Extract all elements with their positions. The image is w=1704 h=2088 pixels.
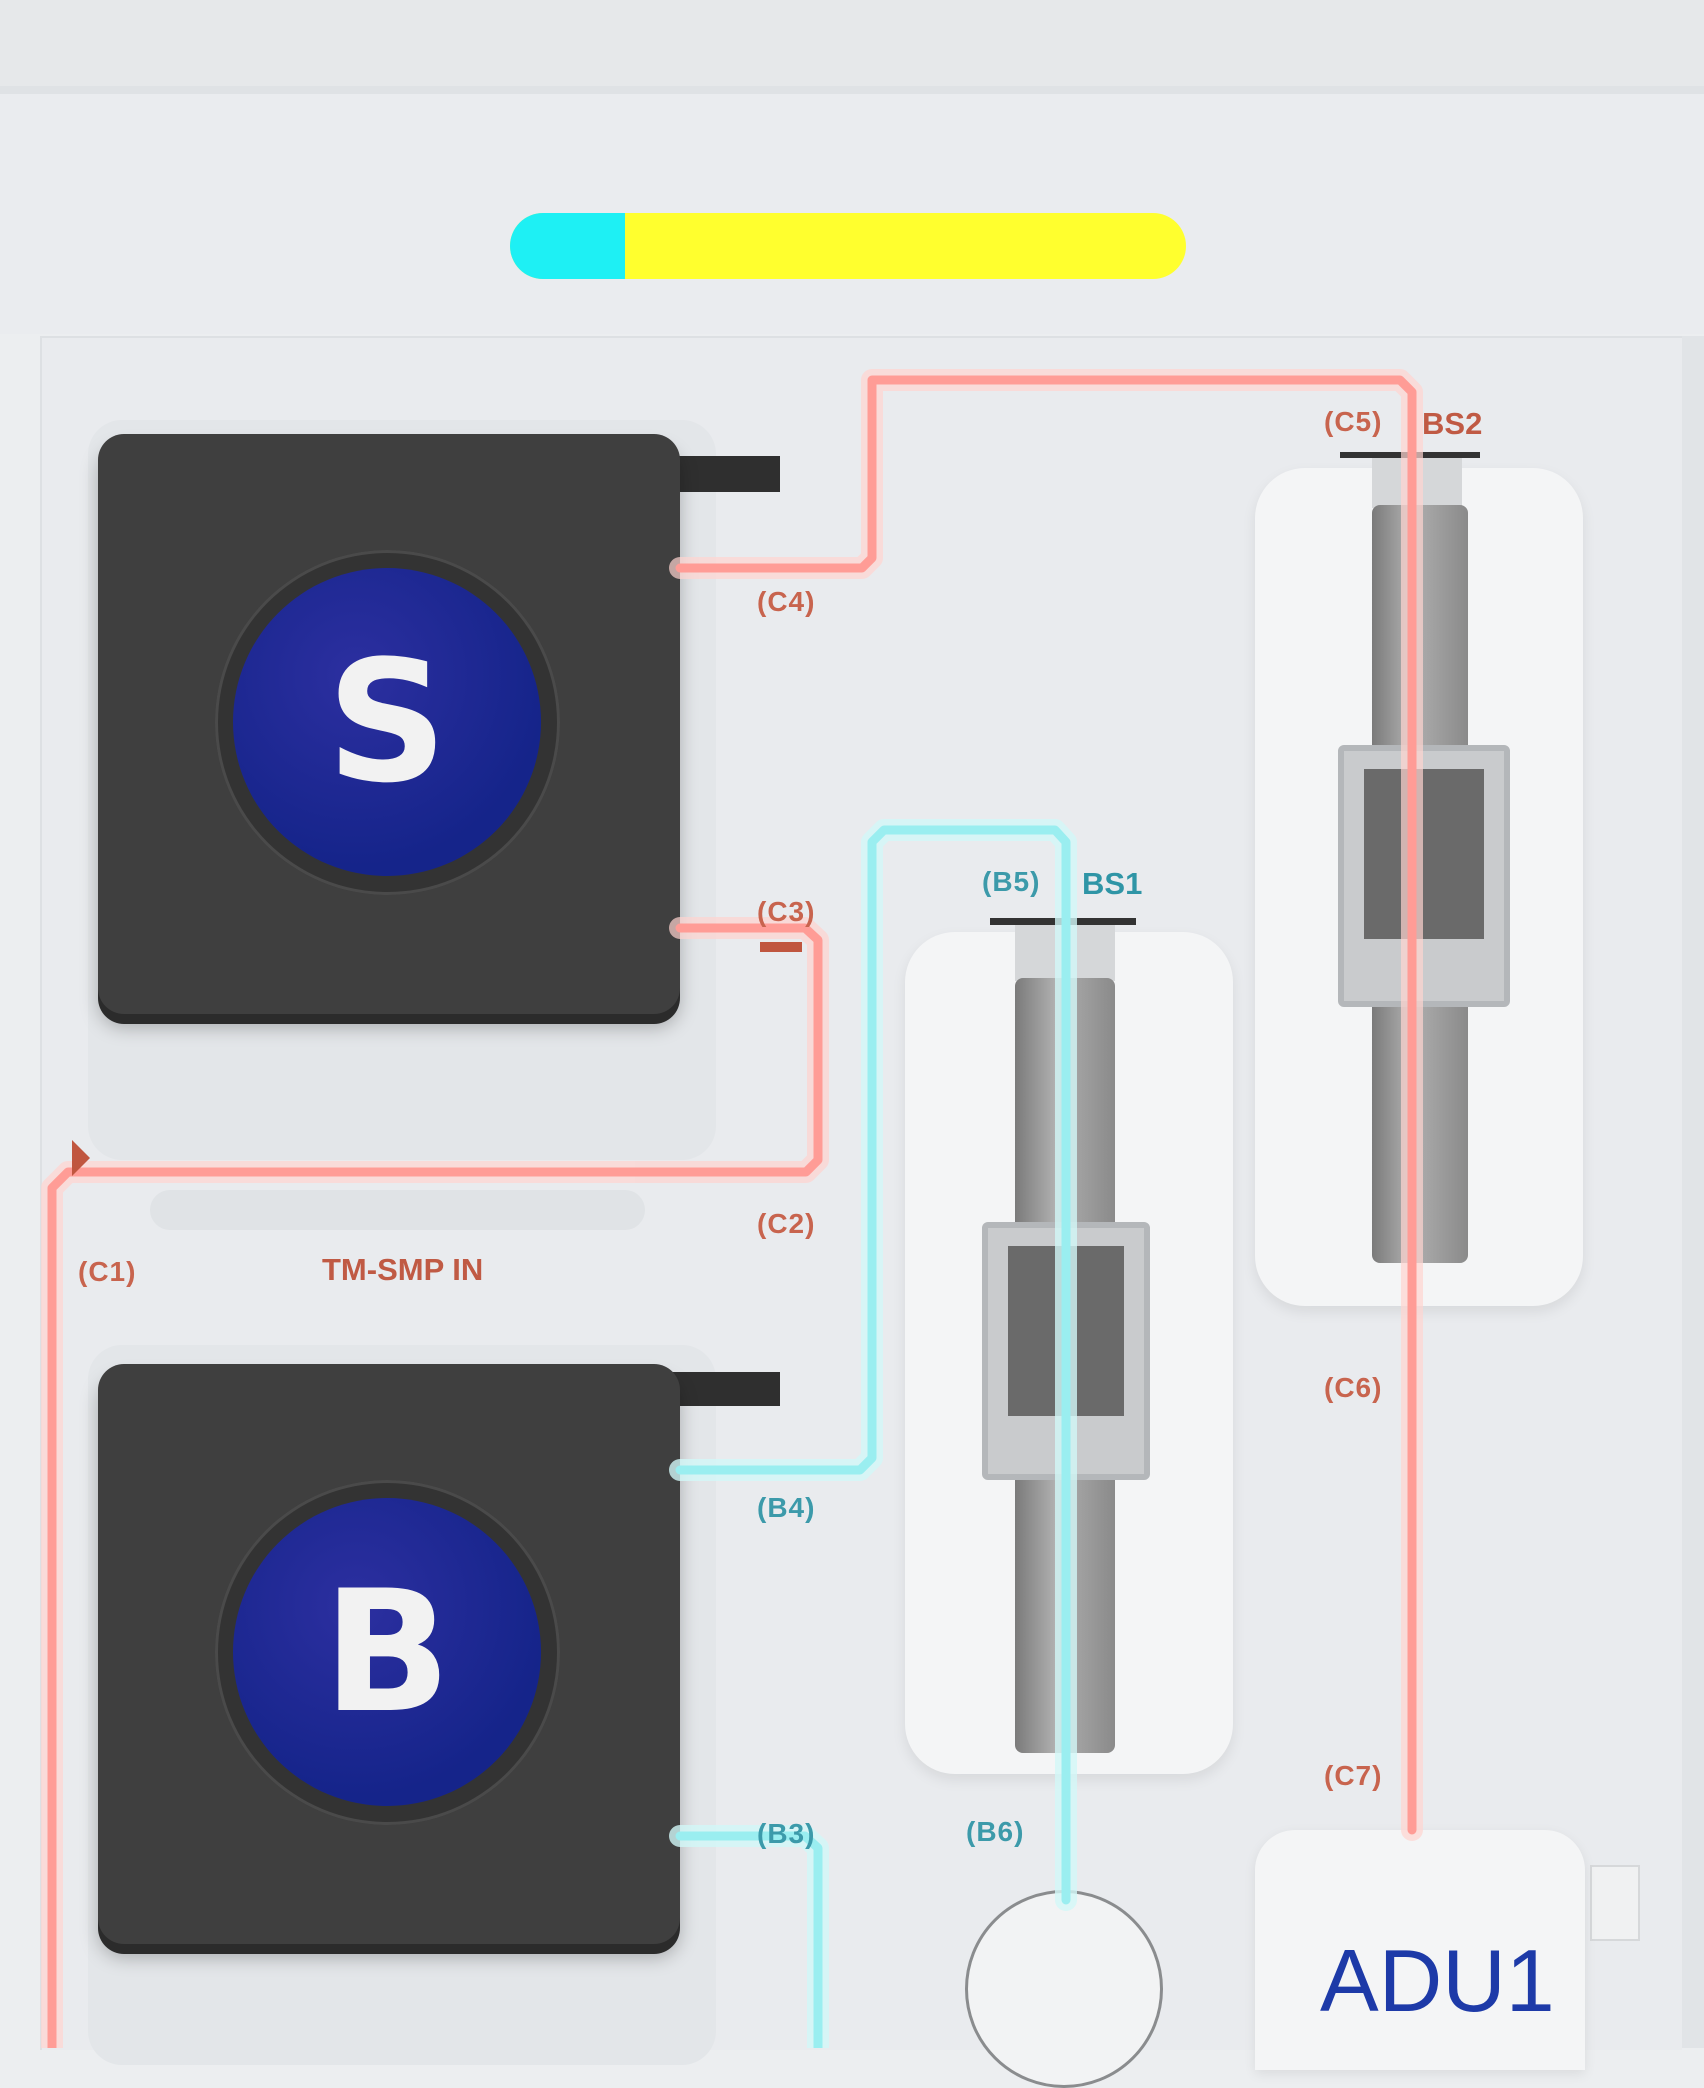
buffer-pump-button[interactable]: B bbox=[233, 1498, 541, 1806]
node-b6: (B6) bbox=[966, 1816, 1025, 1847]
node-c7: (C7) bbox=[1324, 1760, 1383, 1791]
adu1-module[interactable] bbox=[1255, 1830, 1585, 2070]
top-strip bbox=[0, 0, 1704, 86]
node-c2: (C2) bbox=[757, 1208, 816, 1239]
bs2-label: BS2 bbox=[1422, 406, 1483, 441]
sample-line-c3-c1 bbox=[47, 923, 823, 2048]
sample-pump-tab bbox=[660, 456, 780, 492]
inlet-marker bbox=[72, 1140, 90, 1176]
node-b5: (B5) bbox=[982, 866, 1041, 897]
sample-line bbox=[41, 369, 1423, 2048]
sample-pump-letter: S bbox=[326, 624, 448, 820]
c3-marker bbox=[760, 942, 802, 952]
tm-smp-in-label: TM-SMP IN bbox=[322, 1252, 484, 1287]
adu1-label: ADU1 bbox=[1320, 1931, 1555, 2030]
inlet-slot bbox=[150, 1190, 645, 1230]
top-divider bbox=[0, 86, 1704, 94]
node-b3: (B3) bbox=[757, 1818, 816, 1849]
sample-line-c4-c5 bbox=[675, 375, 1417, 1835]
node-c4: (C4) bbox=[757, 586, 816, 617]
sample-pump-button[interactable]: S bbox=[233, 568, 541, 876]
buffer-line-b3 bbox=[675, 1831, 823, 2048]
adu1-tab bbox=[1590, 1865, 1640, 1941]
bs1-label: BS1 bbox=[1082, 866, 1143, 901]
buffer-pump-tab bbox=[660, 1372, 780, 1406]
buffer-line-b4-b5 bbox=[675, 825, 1071, 1905]
progress-bar bbox=[510, 213, 1186, 279]
node-b4: (B4) bbox=[757, 1492, 816, 1523]
node-c1: (C1) bbox=[78, 1256, 137, 1287]
progress-fill bbox=[510, 213, 625, 279]
node-c5: (C5) bbox=[1324, 406, 1383, 437]
node-c6: (C6) bbox=[1324, 1372, 1383, 1403]
buffer-pump-letter: B bbox=[322, 1554, 452, 1750]
panel-edge bbox=[1682, 336, 1704, 2048]
bs2-clamp bbox=[1338, 745, 1510, 1007]
node-c3: (C3) bbox=[757, 896, 816, 927]
